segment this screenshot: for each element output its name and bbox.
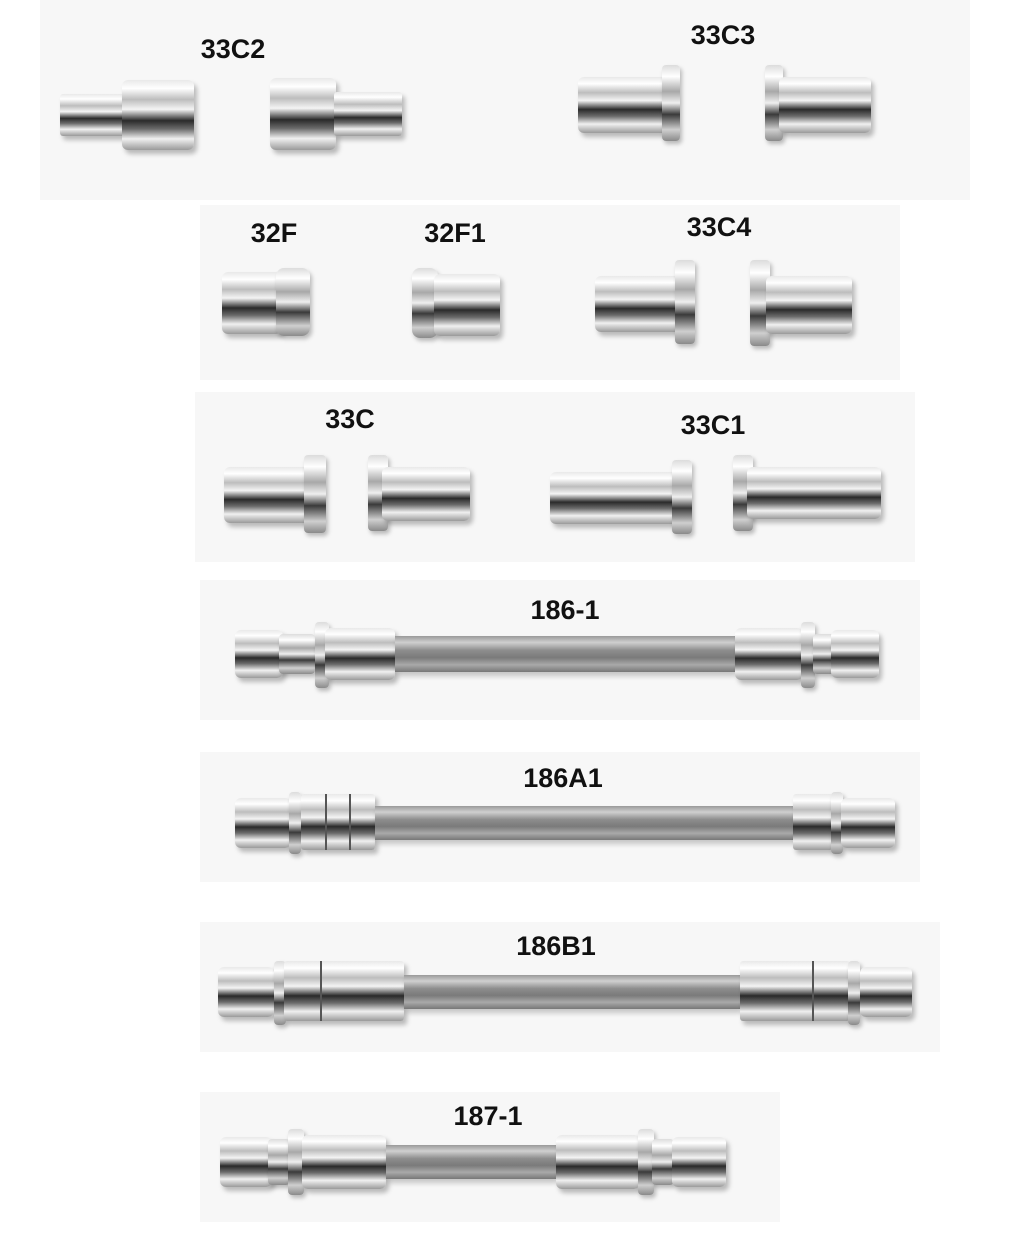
axle-assembly-icon	[235, 788, 900, 858]
part-label: 33C1	[680, 410, 746, 440]
axle-cone-icon	[368, 455, 478, 535]
axle-nut-icon	[270, 78, 410, 150]
part-label: 32F1	[424, 218, 486, 248]
part-label: 33C4	[686, 212, 752, 242]
part-label: 32F	[250, 218, 298, 248]
part-label: 186A1	[523, 763, 603, 793]
part-label: 187-1	[453, 1101, 523, 1131]
part-label: 186B1	[516, 931, 596, 961]
axle-cone-icon	[733, 455, 893, 535]
axle-nut-icon	[60, 80, 200, 150]
axle-cone-icon	[550, 458, 700, 538]
axle-nut-icon	[222, 268, 314, 338]
axle-cone-icon	[578, 63, 688, 143]
axle-nut-icon	[412, 268, 504, 340]
part-label: 33C3	[690, 20, 756, 50]
axle-assembly-icon	[220, 1125, 760, 1200]
axle-assembly-icon	[235, 620, 885, 690]
part-label: 186-1	[530, 595, 600, 625]
axle-cone-icon	[224, 455, 334, 535]
axle-assembly-icon	[218, 955, 918, 1030]
part-label: 33C2	[200, 34, 266, 64]
part-label: 33C	[325, 404, 375, 434]
axle-cone-icon	[750, 260, 860, 350]
axle-cone-icon	[765, 63, 875, 143]
axle-cone-icon	[595, 260, 705, 344]
